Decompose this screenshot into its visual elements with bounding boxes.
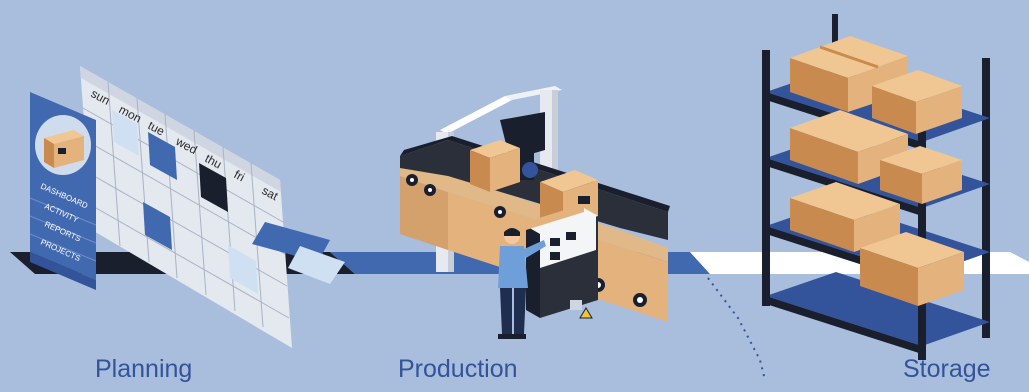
storage-rack bbox=[762, 14, 990, 360]
production-machine bbox=[400, 86, 670, 339]
conveyor-box-1 bbox=[470, 140, 520, 192]
dashboard-panel: DASHBOARD ACTIVITY REPORTS PROJECTS bbox=[30, 92, 96, 290]
stage-label-planning: Planning bbox=[95, 355, 192, 384]
stage-label-production: Production bbox=[398, 355, 518, 384]
calendar-board: sun mon tue wed thu fri sat bbox=[80, 66, 292, 348]
stage-label-storage: Storage bbox=[903, 355, 991, 384]
